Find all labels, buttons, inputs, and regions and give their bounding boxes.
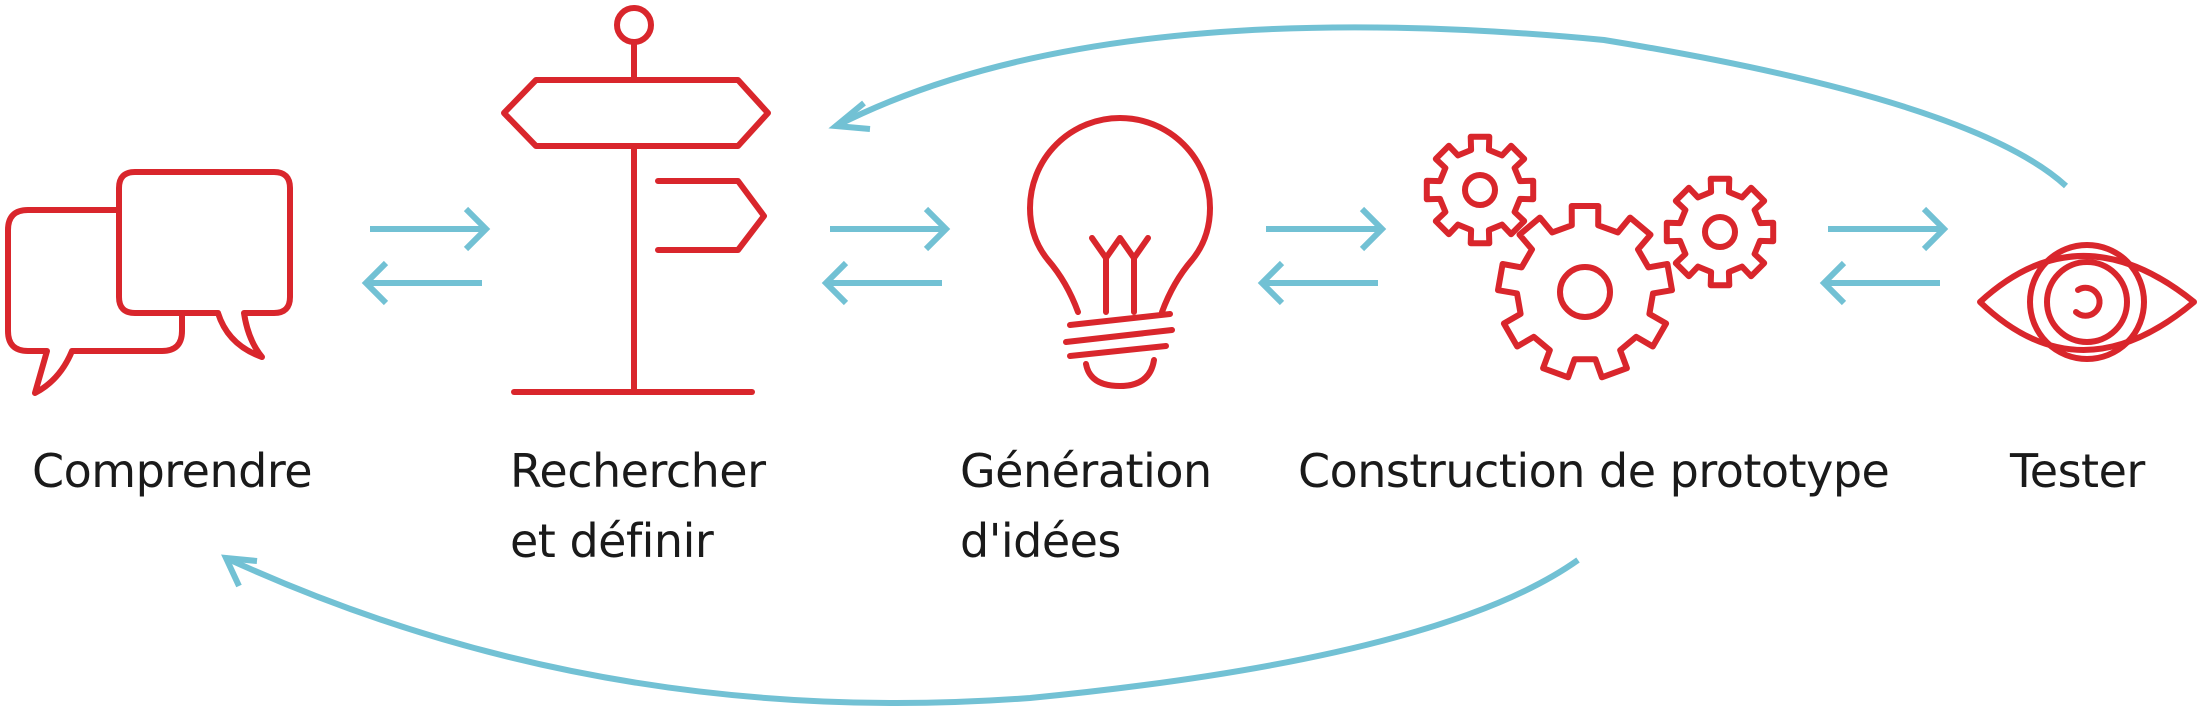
gear-large-hub	[1557, 264, 1613, 320]
label-rechercher: Rechercher et définir	[510, 436, 766, 576]
signpost-icon	[501, 5, 771, 395]
connector-construction-tester	[1819, 206, 1949, 306]
gear-small-left-icon	[1423, 133, 1537, 247]
gear-small-right-icon	[1663, 175, 1777, 289]
label-comprendre-line-1: Comprendre	[32, 444, 313, 498]
connector-rechercher-generation	[821, 206, 951, 306]
gear-large-teeth	[1495, 203, 1675, 381]
label-construction-line-1: Construction de prototype	[1298, 444, 1890, 498]
label-generation-line-2: d'idées	[960, 514, 1121, 568]
label-tester: Tester	[2010, 436, 2145, 506]
speech-bubbles-icon	[5, 169, 293, 396]
gear-small-right-teeth	[1663, 175, 1777, 289]
label-comprendre: Comprendre	[32, 436, 313, 506]
loop-tester-to-rechercher	[828, 24, 2069, 189]
label-rechercher-line-1: Rechercher	[510, 444, 766, 498]
connector-comprendre-rechercher	[361, 206, 491, 306]
gear-large-icon	[1495, 203, 1675, 381]
gear-small-left-teeth	[1423, 133, 1537, 247]
gears-icon	[1423, 133, 1777, 381]
label-generation-line-1: Génération	[960, 444, 1212, 498]
label-construction: Construction de prototype	[1298, 436, 1890, 506]
label-generation: Génération d'idées	[960, 436, 1212, 576]
label-rechercher-line-2: et définir	[510, 514, 714, 568]
eye-icon	[1977, 242, 2197, 362]
lightbulb-icon	[1027, 115, 1213, 389]
gear-small-right-hub	[1702, 214, 1738, 250]
label-tester-line-1: Tester	[2010, 444, 2145, 498]
gear-small-left-hub	[1462, 172, 1498, 208]
connector-generation-construction	[1257, 206, 1387, 306]
loop-construction-to-comprendre	[221, 554, 1580, 706]
